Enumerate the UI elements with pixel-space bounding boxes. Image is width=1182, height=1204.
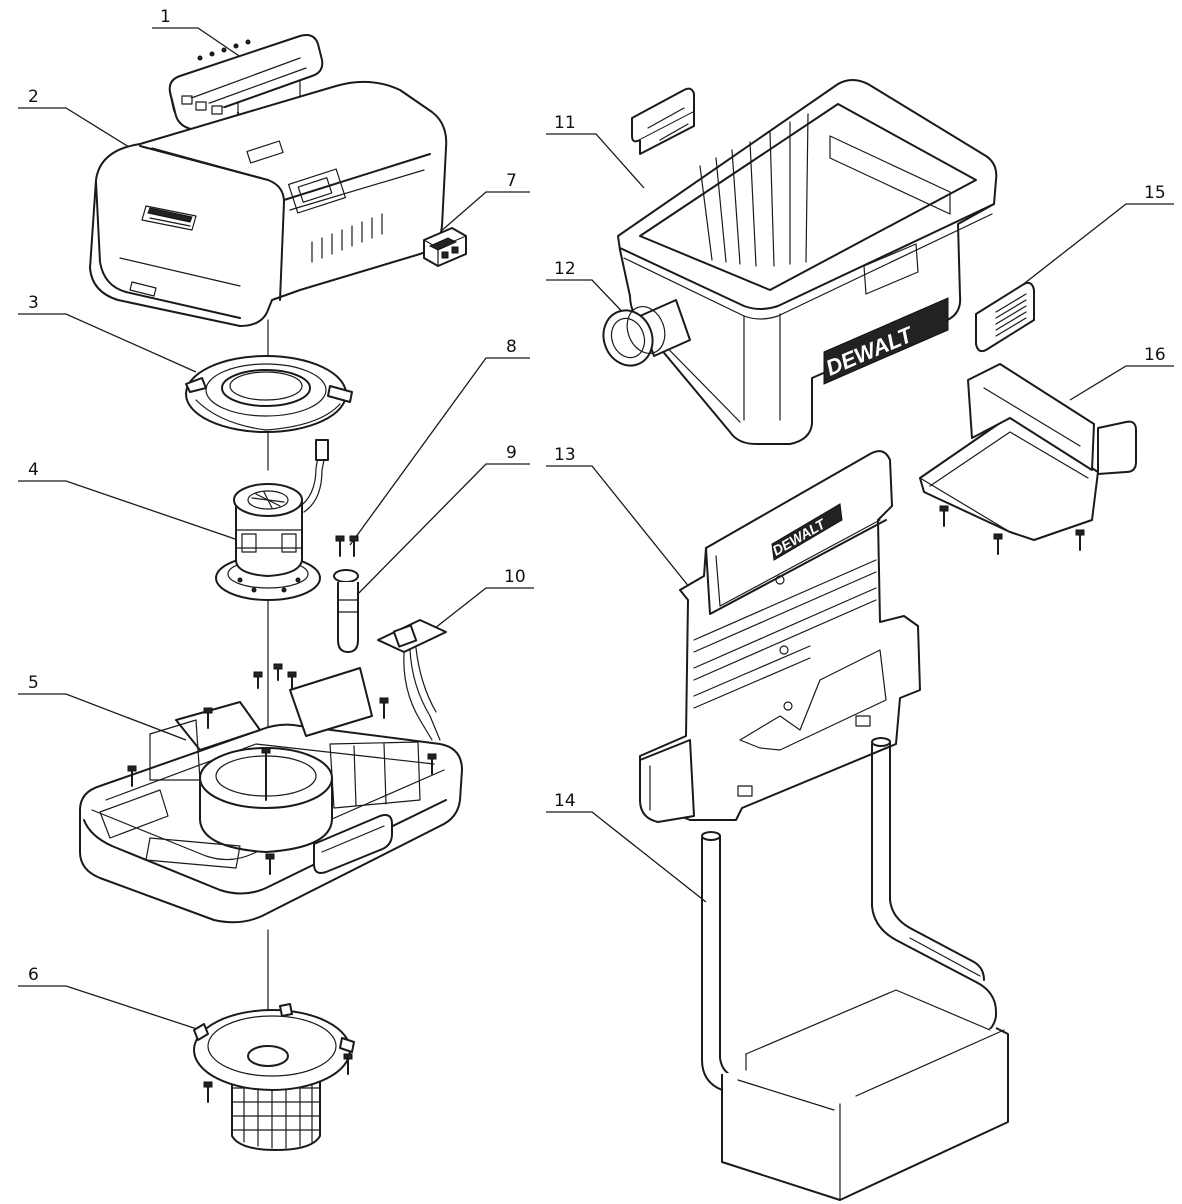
part-3-gasket-ring	[185, 355, 353, 433]
callout-label: 12	[554, 259, 576, 279]
callout-label: 3	[28, 293, 39, 313]
callout-label: 7	[506, 171, 517, 191]
part-8-screws	[335, 535, 359, 557]
part-9-hose-connector	[333, 569, 359, 653]
callout-3: 3	[18, 293, 197, 373]
part-14-cart-frame	[701, 737, 1009, 1201]
callout-label: 2	[28, 87, 39, 107]
callout-label: 16	[1144, 345, 1166, 365]
callout-label: 13	[554, 445, 576, 465]
panel-ribs	[693, 559, 877, 709]
callout-9: 9	[351, 443, 530, 601]
part-2-top-housing	[89, 80, 448, 327]
callout-1: 1	[152, 7, 249, 63]
base-screws	[127, 663, 437, 875]
callout-label: 15	[1144, 183, 1166, 203]
callout-label: 5	[28, 673, 39, 693]
part-4-motor	[215, 439, 329, 601]
callout-label: 8	[506, 337, 517, 357]
part-11-tank: DEWALT	[617, 79, 998, 445]
part-12-hose-port	[602, 299, 691, 367]
callout-2: 2	[18, 87, 151, 161]
callout-label: 9	[506, 443, 517, 463]
callout-label: 4	[28, 460, 39, 480]
vent-slots	[311, 213, 383, 263]
callout-14: 14	[546, 791, 707, 903]
callout-label: 14	[554, 791, 576, 811]
latch-grip-lines	[995, 293, 1027, 337]
part-13-back-panel: DEWALT	[639, 450, 921, 823]
part-10-pcb	[377, 619, 447, 741]
callout-13: 13	[546, 445, 691, 589]
callout-16: 16	[1069, 345, 1174, 401]
callout-label: 1	[160, 7, 171, 27]
callout-label: 6	[28, 965, 39, 985]
callout-4: 4	[18, 460, 239, 541]
part-7-power-switch	[423, 227, 467, 267]
callout-6: 6	[18, 965, 201, 1031]
part-6-filter	[193, 1003, 355, 1151]
callout-10: 10	[429, 567, 534, 633]
callout-label: 11	[554, 113, 576, 133]
part-5-base-housing	[79, 663, 463, 924]
part-16-accessory-tray	[919, 363, 1137, 555]
callout-label: 10	[504, 567, 526, 587]
callout-8: 8	[349, 337, 530, 546]
callout-15: 15	[1015, 183, 1174, 291]
part-15-side-latch	[975, 281, 1035, 353]
tank-inner-ribs	[699, 113, 809, 267]
callout-12: 12	[546, 259, 633, 323]
callout-5: 5	[18, 673, 187, 741]
callout-7: 7	[439, 171, 530, 233]
part-11-latch	[631, 87, 695, 155]
callout-11: 11	[546, 113, 645, 189]
